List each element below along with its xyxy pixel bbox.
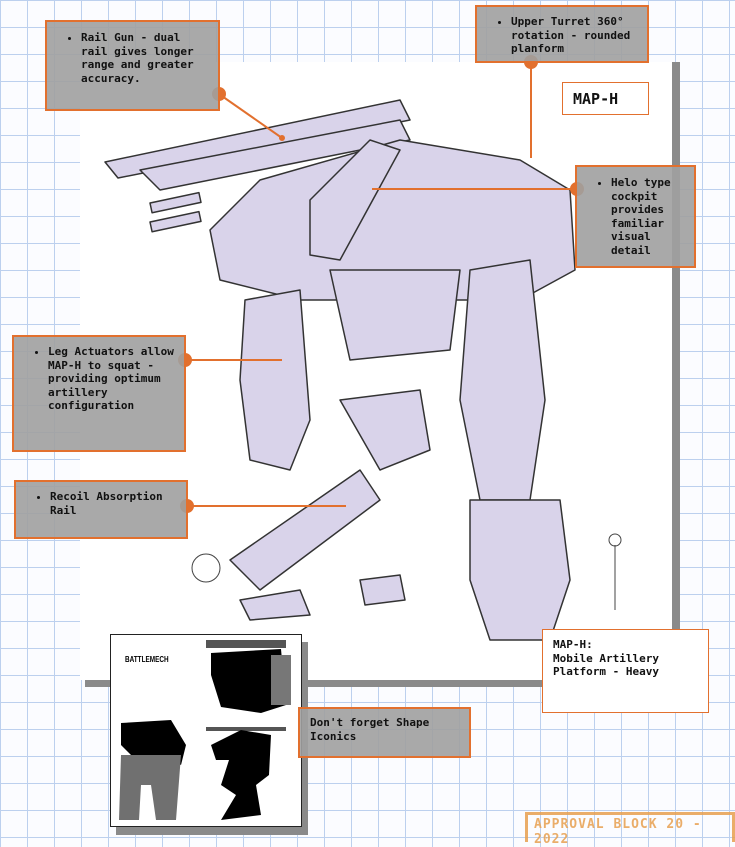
callout-text: Rail Gun - dual rail gives longer range …	[81, 31, 210, 85]
approval-stamp: APPROVAL BLOCK 20 - 2022	[525, 812, 735, 847]
callout-upper-turret: Upper Turret 360° rotation - rounded pla…	[475, 5, 649, 63]
model-description: MAP-H: Mobile Artillery Platform - Heavy	[542, 629, 709, 713]
sheet-shadow-bottom	[85, 680, 543, 687]
callout-text: Upper Turret 360° rotation - rounded pla…	[511, 15, 641, 56]
shape-iconics-thumbnail: BATTLEMECH	[110, 634, 302, 827]
callout-text: Helo type cockpit provides familiar visu…	[611, 176, 690, 257]
description-line: Mobile Artillery	[553, 651, 659, 665]
callout-text: Recoil Absorption Rail	[50, 490, 180, 517]
description-line: MAP-H:	[553, 638, 593, 651]
callout-text: Leg Actuators allow MAP-H to squat - pro…	[48, 345, 178, 413]
callout-shape-iconics: Don't forget Shape Iconics	[298, 707, 471, 758]
callout-recoil-rail: Recoil Absorption Rail	[14, 480, 188, 539]
sheet-shadow-right	[672, 62, 680, 686]
callout-helo-cockpit: Helo type cockpit provides familiar visu…	[575, 165, 696, 268]
silhouette-icons	[119, 640, 291, 820]
thumbnail-label: BATTLEMECH	[125, 655, 169, 664]
model-label: MAP-H	[562, 82, 649, 115]
description-line: Platform - Heavy	[553, 665, 659, 678]
callout-leg-actuators: Leg Actuators allow MAP-H to squat - pro…	[12, 335, 186, 452]
callout-rail-gun: Rail Gun - dual rail gives longer range …	[45, 20, 220, 111]
